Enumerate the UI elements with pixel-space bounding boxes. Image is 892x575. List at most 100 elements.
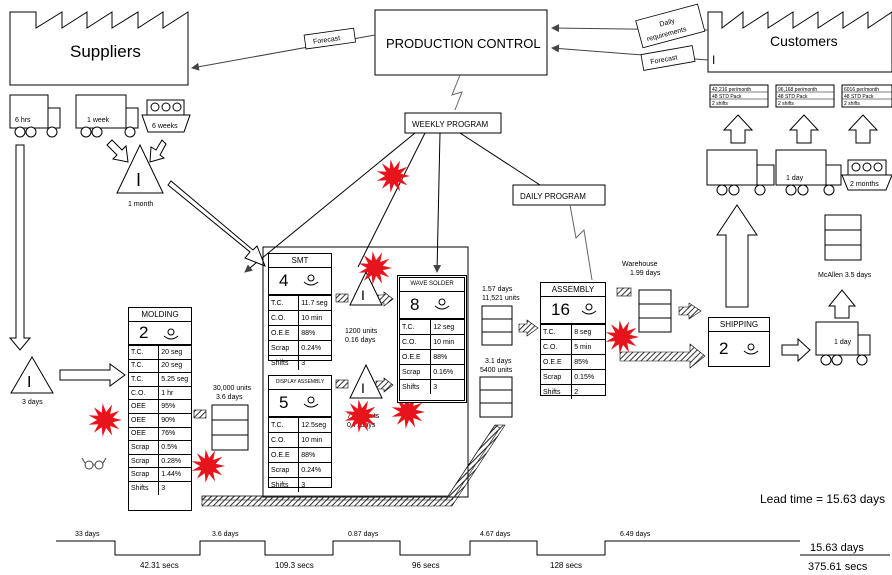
process-metric-label: T.C. [129,373,159,387]
process-title: ASSEMBLY [541,283,605,297]
process-metric-value: 10 min [431,335,464,350]
process-metric-label: T.C. [129,359,159,373]
shipping-to-customer-arrow [717,205,757,307]
operator-icon [163,328,179,340]
process-metric-value: 10 min [299,311,331,326]
customer-requirements: 42,216 per/month 48 STD Pack 2 shifts 96… [710,85,892,107]
process-metric-label: O.E.E [269,448,299,463]
smt-output-inventory-label-2: 0.16 days [345,337,376,344]
timeline-days-4: 4.67 days [480,531,511,538]
customers-box-mark: I [712,53,715,67]
process-shipping: SHIPPING 2 [708,317,770,367]
timeline-total-secs: 375.61 secs [808,561,868,573]
weekly-program-label: WEEKLY PROGRAM [412,120,489,129]
process-metric-label: C.O. [541,340,572,355]
process-metric-label: OEE [129,427,159,441]
weekly-program-box: WEEKLY PROGRAM [405,113,501,133]
timeline-days-1: 33 days [75,531,100,538]
customer-req-1-line-1: 42,216 per/month [712,87,751,93]
process-row: T.C.11.7 seg [269,296,331,311]
customer-req-3-line-3: 2 shifts [844,101,860,107]
process-metric-value: 20 seg [159,346,191,360]
customers-label: Customers [770,33,838,49]
process-metric-label: Scrap [129,454,159,468]
supplier-to-inventory-arrow-2 [150,140,166,162]
mcallen-label: McAllen 3.5 days [818,272,872,279]
process-row: T.C.20 seg [129,359,191,373]
molding-output-label-2: 3.6 days [216,394,243,401]
process-row: O.E.E85% [541,355,605,370]
daily-program-electronic-flow [570,205,592,280]
warehouse-label-2: 1.99 days [630,270,661,277]
process-metric-label: O.E.E [400,350,431,365]
supplier-truck-2 [76,95,138,137]
lead-time: Lead time = 15.63 days [760,492,885,506]
process-row: Shifts3 [400,380,464,395]
process-row: C.O.10 min [269,433,331,448]
operator-count: 8 [410,295,419,314]
process-metric-label: T.C. [129,346,159,360]
customer-req-3-line-2: 48 STD Pack [844,94,874,100]
operator-icon [581,303,597,315]
timeline-secs-2: 109.3 secs [275,561,314,570]
process-metric-label: Scrap [129,468,159,482]
process-metric-label: C.O. [269,311,299,326]
operator-count: 5 [279,393,288,412]
process-title: SHIPPING [709,318,769,332]
process-molding: MOLDING 2 T.C.20 segT.C.20 segT.C.5.25 s… [128,307,192,511]
wave-output-label-2: 11,521 units [482,295,520,302]
process-metric-value: 0.5% [159,441,191,455]
process-row: OEE76% [129,427,191,441]
timeline-total-days: 15.63 days [810,542,864,554]
daily-program-label: DAILY PROGRAM [520,192,586,201]
customer-up-arrows [724,115,877,143]
process-metric-value: 5 min [572,340,605,355]
process-metric-label: Shifts [129,481,159,494]
process-metric-value: 88% [299,448,331,463]
process-data-table: T.C.20 segT.C.20 segT.C.5.25 segC.O.1 hr… [129,345,191,495]
process-row: C.O.10 min [269,311,331,326]
process-row: Scrap0.24% [269,463,331,478]
process-row: T.C.12.5seg [269,418,331,433]
process-metric-value: 10 min [299,433,331,448]
process-metric-label: Scrap [129,441,159,455]
process-row: T.C.20 seg [129,346,191,360]
process-row: O.E.E88% [400,350,464,365]
display-output-buffer: 3.1 days 5400 units [480,358,513,417]
process-metric-value: 20 seg [159,359,191,373]
mcallen-truck-label: 1 day [834,339,852,346]
process-metric-label: T.C. [400,320,431,335]
pc-electronic-flow [452,75,462,110]
timeline-days-2: 3.6 days [212,531,239,538]
supplier-truck-1-label: 6 hrs [15,117,31,124]
process-metric-value: 12.5seg [299,418,331,433]
process-row: Scrap0.15% [541,370,605,385]
suppliers-label: Suppliers [70,42,141,61]
molding-output-label-1: 30,000 units [213,385,252,392]
process-metric-value: 3 [159,481,191,494]
supplier-inventory-mark: I [136,170,141,190]
process-row: O.E.E88% [269,448,331,463]
timeline-secs-3: 96 secs [412,561,440,570]
timeline-secs-1: 42.31 secs [140,561,179,570]
process-row: Scrap0.28% [129,454,191,468]
process-row: T.C.12 seg [400,320,464,335]
process-metric-label: Scrap [269,463,299,478]
display-output-buffer-label-2: 5400 units [480,367,513,374]
process-metric-label: Shifts [400,380,431,395]
process-metric-value: 90% [159,413,191,427]
process-metric-label: Shifts [269,356,299,371]
process-row: C.O.10 min [400,335,464,350]
forecast-to-suppliers: Forecast [192,28,375,68]
process-row: C.O.5 min [541,340,605,355]
process-metric-label: OEE [129,413,159,427]
process-wave-solder: WAVE SOLDER 8 T.C.12 segC.O.10 minO.E.E8… [397,275,467,403]
process-metric-value: 88% [431,350,464,365]
supplier-ship-label: 6 weeks [152,123,178,130]
